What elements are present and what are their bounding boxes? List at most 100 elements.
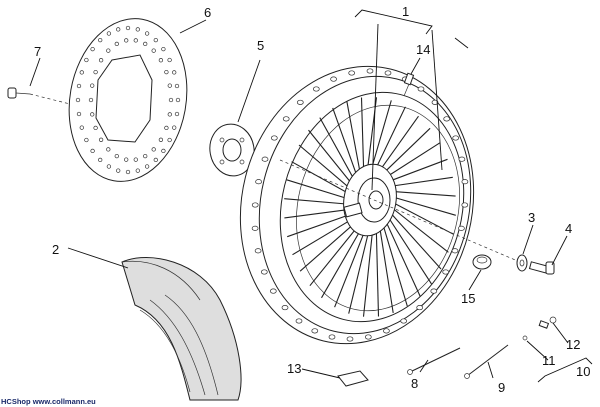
disc-hole: [167, 83, 172, 88]
rim-hole: [364, 334, 372, 340]
rim-hole: [366, 68, 374, 74]
disc-hole: [143, 41, 148, 47]
spoke: [387, 199, 454, 235]
disc-hole: [143, 153, 148, 159]
spoke: [385, 176, 453, 188]
balance-clip: [337, 370, 369, 387]
rim-hole: [348, 70, 356, 76]
disc-hole: [90, 112, 95, 117]
rim-hole: [281, 305, 289, 311]
callout-2: 2: [52, 242, 59, 257]
disc-hole: [133, 38, 138, 43]
rim-hole: [417, 86, 425, 92]
spoke: [284, 208, 354, 219]
spoke: [375, 115, 419, 176]
spoke: [319, 117, 357, 184]
spoke: [321, 224, 365, 299]
footer-brand: HCShop: [1, 397, 31, 406]
disc-hole: [172, 70, 177, 75]
disc-hole: [106, 48, 111, 53]
disc-hole: [174, 83, 180, 89]
disc-hole: [172, 125, 177, 130]
rim-hole: [383, 328, 390, 334]
disc-hole: [98, 157, 103, 163]
rim-hole: [251, 202, 259, 208]
disc-hole: [98, 58, 104, 63]
spoke: [291, 161, 353, 196]
spoke: [369, 100, 392, 175]
footer-url[interactable]: www.collmann.eu: [32, 397, 96, 406]
spoke: [386, 190, 456, 197]
spoke: [308, 129, 355, 188]
disc-hole: [175, 97, 181, 103]
disc-hole: [168, 97, 174, 103]
brake-disc: [68, 18, 188, 182]
callout-9: 9: [498, 380, 505, 395]
axle-bolt: [528, 261, 555, 275]
rim-hole: [296, 99, 304, 105]
disc-hole: [158, 137, 164, 142]
spoke: [383, 158, 448, 184]
callout-10: 10: [576, 364, 590, 379]
rim-hole: [295, 318, 303, 324]
disc-hole: [164, 69, 169, 75]
spoke: [299, 219, 359, 272]
disc-hole: [116, 27, 121, 32]
disc-hole: [90, 46, 95, 52]
disc-hole: [106, 31, 112, 36]
rim-hole: [311, 328, 319, 334]
spoke: [360, 97, 365, 176]
spacer: [472, 254, 492, 270]
spoke: [298, 144, 354, 192]
spoke: [287, 212, 355, 238]
rim-hole: [451, 248, 459, 254]
rim-hole: [400, 318, 408, 324]
disc-hole: [84, 137, 89, 143]
spoke: [383, 216, 421, 297]
valve: [403, 72, 415, 97]
rim-hole: [282, 116, 290, 122]
rim-hole: [255, 179, 262, 185]
tone-wheel: [209, 123, 255, 177]
spoke: [381, 219, 408, 307]
disc-hole: [106, 164, 112, 169]
callout-7: 7: [34, 44, 41, 59]
callout-12: 12: [566, 337, 580, 352]
spoke: [348, 225, 371, 314]
spoke: [375, 224, 380, 317]
callout-13: 13: [287, 361, 301, 376]
disc-hole: [124, 38, 129, 43]
disc-hole: [76, 111, 82, 117]
rim-hole: [270, 135, 278, 141]
disc-hole: [98, 137, 104, 142]
rim-hole: [384, 70, 392, 76]
disc-hole: [93, 69, 98, 75]
callout-5: 5: [257, 38, 264, 53]
disc-hole: [84, 57, 89, 63]
disc-hole: [135, 27, 140, 32]
disc-hole: [93, 125, 98, 131]
leader-lines: [29, 9, 593, 383]
callout-3: 3: [528, 210, 535, 225]
disc-hole: [125, 25, 131, 31]
callout-4: 4: [565, 221, 572, 236]
disc-hole: [79, 125, 84, 130]
rim-hole: [458, 225, 465, 231]
spoke: [386, 208, 442, 270]
spoke: [387, 204, 449, 253]
disc-hole: [161, 46, 166, 52]
washer: [516, 254, 528, 272]
tyre: [121, 257, 242, 401]
disc-hole: [174, 111, 180, 117]
spoke: [387, 194, 456, 216]
spoke: [292, 216, 357, 256]
rim-hole: [443, 116, 451, 122]
rim-hole: [458, 156, 466, 162]
spoke: [309, 222, 362, 287]
callout-labels: 1 2 3 4 5 6 7 8 9 10 11 12 13 14 15: [34, 4, 590, 395]
disc-hole: [153, 157, 158, 163]
rim-hole: [461, 179, 469, 185]
spoke: [346, 100, 362, 178]
disc-hole: [161, 148, 166, 154]
disc-hole: [144, 164, 150, 169]
